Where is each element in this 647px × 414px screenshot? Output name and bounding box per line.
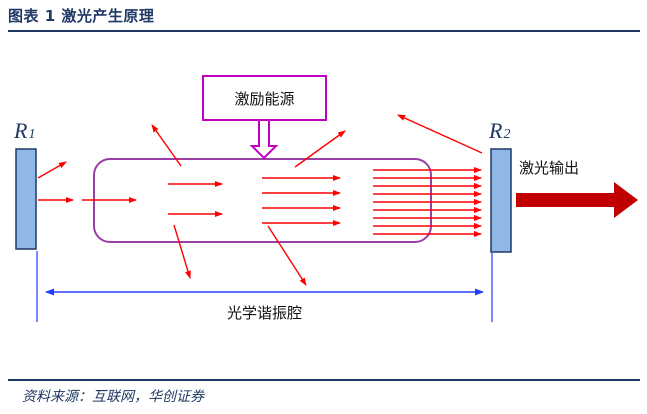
source-rule xyxy=(8,379,640,381)
mirror-r2 xyxy=(490,148,512,253)
photon-arrows xyxy=(37,114,483,286)
figure-title: 图表 1 激光产生原理 xyxy=(8,7,155,25)
thick-right-arrow-icon xyxy=(516,182,638,218)
mirror-r2-label: R2 xyxy=(488,118,510,143)
photon-arrow xyxy=(267,225,307,286)
photon-arrow xyxy=(151,124,182,167)
title-rule xyxy=(8,30,640,32)
pump-source-label: 激励能源 xyxy=(234,90,294,108)
figure-source: 资料来源：互联网，华创证券 xyxy=(22,389,204,405)
gain-medium xyxy=(93,158,432,243)
photon-arrow xyxy=(37,161,67,179)
laser-principle-diagram: R1 R2 激励能源 激 xyxy=(13,75,638,322)
mirror-r1 xyxy=(15,148,37,250)
photon-arrow xyxy=(173,224,191,279)
mirror-r1-label: R1 xyxy=(13,118,35,143)
hollow-down-arrow-icon xyxy=(249,119,279,160)
photon-arrow xyxy=(294,130,346,168)
photon-arrow xyxy=(397,114,483,154)
laser-output-label: 激光输出 xyxy=(519,159,579,177)
resonator-label: 光学谐振腔 xyxy=(227,304,302,322)
pump-source-box xyxy=(202,75,327,121)
